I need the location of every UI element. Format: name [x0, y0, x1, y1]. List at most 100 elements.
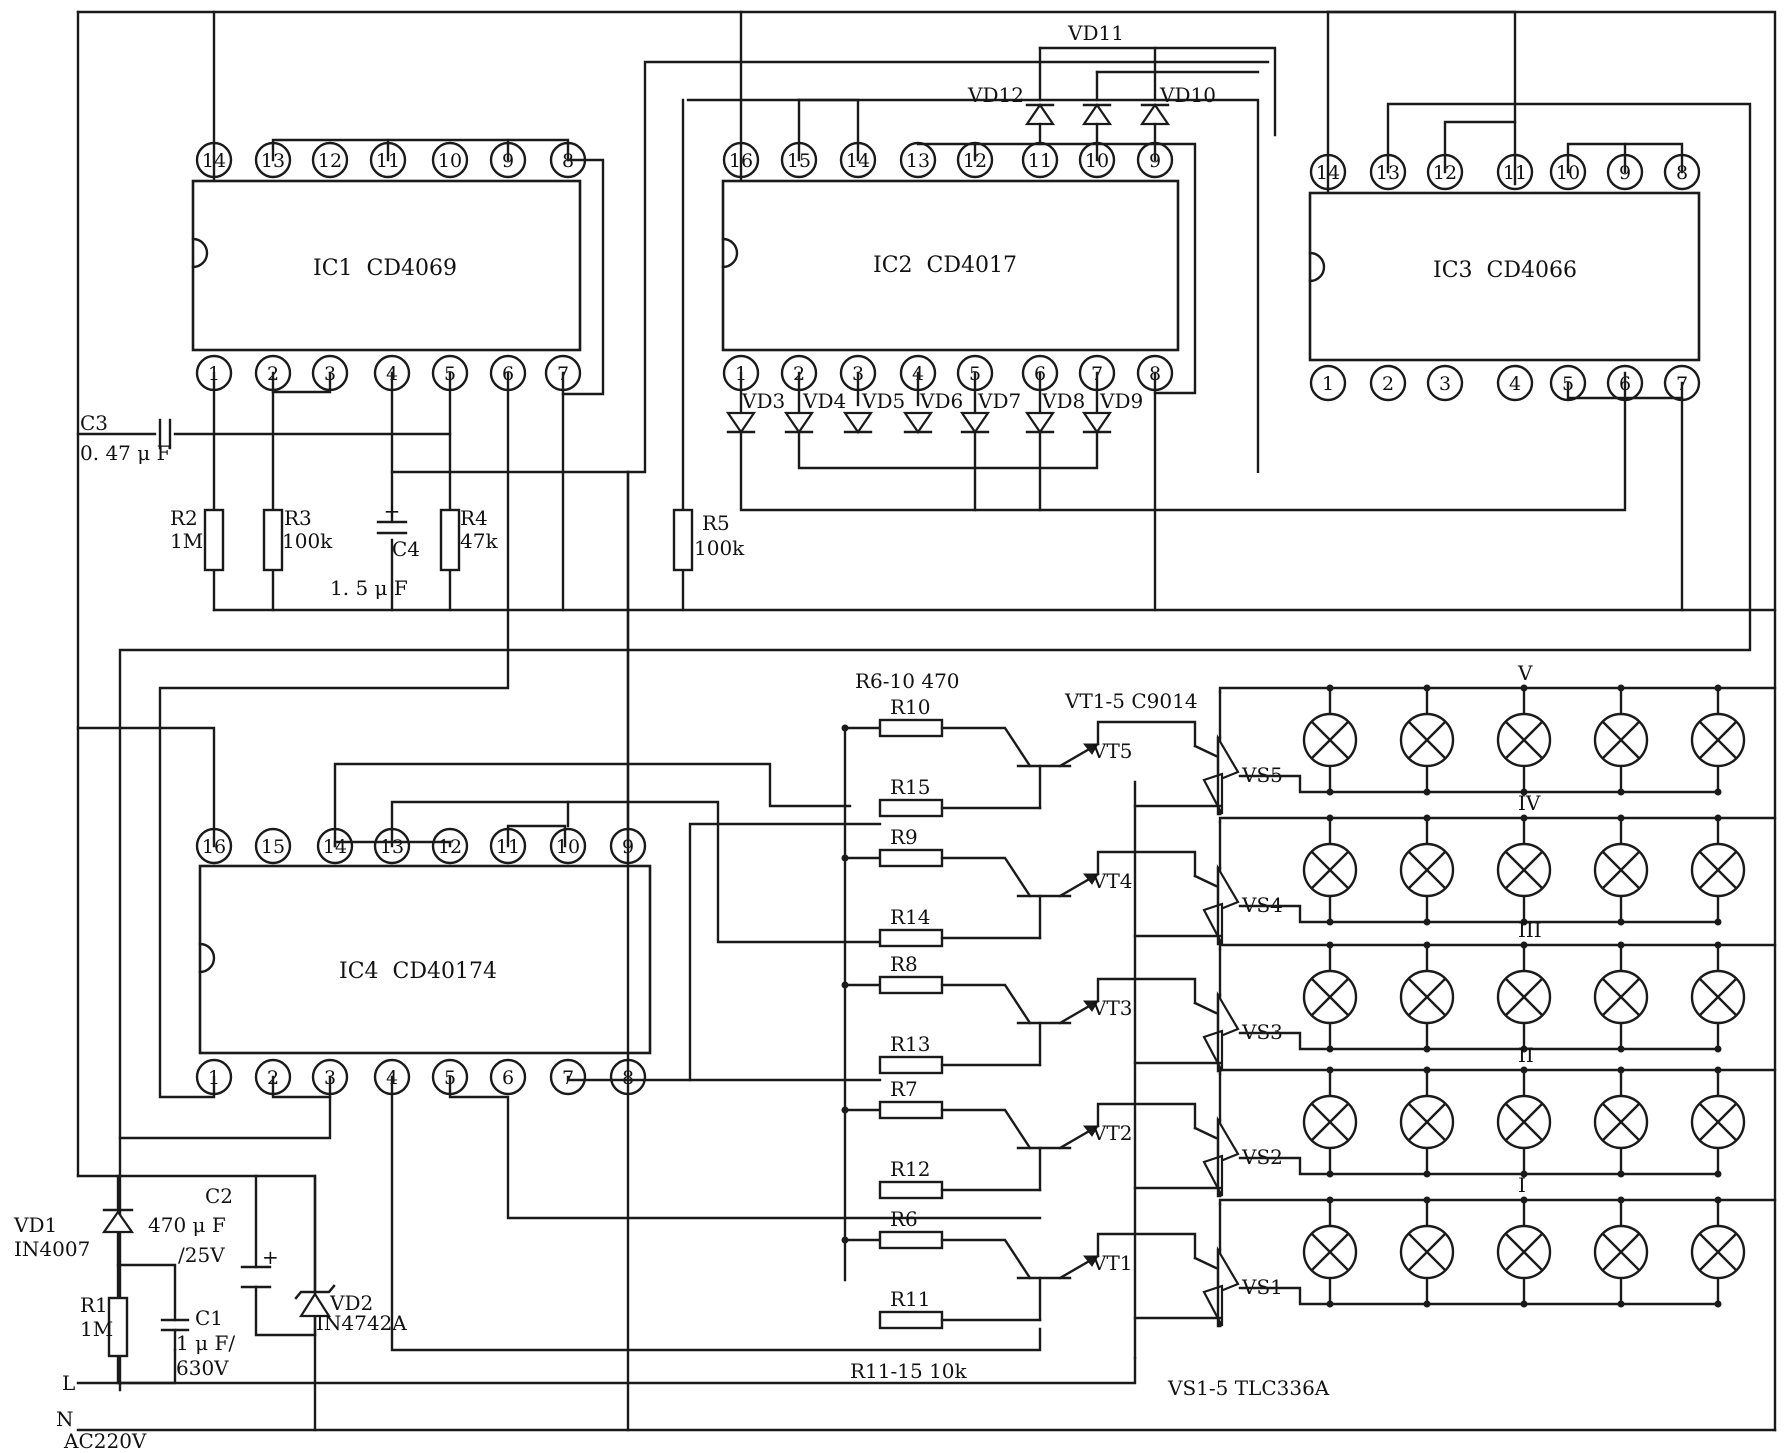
label-c3: C3: [80, 411, 108, 435]
lamp: [1690, 941, 1746, 1053]
capacitor-c1: [160, 1318, 190, 1352]
ic4-pin-label: 6: [502, 1067, 514, 1089]
lamp: [1302, 1196, 1358, 1308]
label-c1-value: 1 μ F/: [176, 1331, 235, 1355]
lamp: [1593, 684, 1649, 796]
ic1-pin-label: 12: [318, 150, 342, 172]
resistor-r9: [878, 848, 944, 868]
ic4-pin-label: 15: [261, 836, 285, 858]
label-vd2: VD2: [329, 1291, 373, 1315]
ic2-pin-11: 11: [1021, 141, 1059, 179]
wiring: [76, 10, 1777, 1432]
label-r3-value: 100k: [282, 529, 333, 553]
resistor-r12: [878, 1180, 944, 1200]
label-r6-10: R6-10 470: [855, 669, 960, 693]
capacitor-c3: [158, 418, 172, 450]
label-r14: R14: [890, 905, 931, 929]
label-r2-value: 1M: [170, 529, 203, 553]
ic1-body: [191, 179, 582, 352]
label-vd1: VD1: [13, 1213, 57, 1237]
label-c1-value2: 630V: [176, 1356, 229, 1380]
resistor-r1: [107, 1296, 129, 1358]
label-r7: R7: [890, 1077, 918, 1101]
label-vd9: VD9: [1099, 389, 1143, 413]
lamp: [1496, 684, 1552, 796]
ic3-pin-2: 2: [1369, 364, 1407, 402]
diode-vd7: [959, 411, 991, 434]
label-ac220v: AC220V: [63, 1429, 147, 1453]
triac-vs5: [1193, 733, 1240, 816]
label-r1-value: 1M: [80, 1317, 113, 1341]
resistor-r15: [878, 798, 944, 818]
lamp: [1496, 941, 1552, 1053]
label-vd12: VD12: [967, 83, 1024, 107]
diode-vd6: [902, 411, 934, 434]
lamp-group-label: V: [1517, 661, 1533, 685]
resistor-r11: [878, 1310, 944, 1330]
ic1-pin-10: 10: [431, 141, 469, 179]
label-c3-value: 0. 47 μ F: [80, 441, 171, 465]
label-n: N: [56, 1407, 74, 1431]
ic2-notch: [721, 237, 739, 269]
lamp: [1399, 814, 1455, 926]
label-r4: R4: [460, 506, 488, 530]
label-c2-value2: /25V: [178, 1243, 225, 1267]
lamp: [1302, 941, 1358, 1053]
ic4-pin-10: 10: [549, 827, 587, 865]
ic3-notch: [1308, 251, 1326, 283]
lamp: [1690, 684, 1746, 796]
ic3-pin-label: 4: [1509, 373, 1521, 395]
lamp: [1690, 1066, 1746, 1178]
label-vd2-value: IN4742A: [316, 1311, 407, 1335]
label-vd4: VD4: [802, 389, 846, 413]
label-r6: R6: [890, 1207, 918, 1231]
resistor-r4: [439, 508, 461, 572]
ic1-notch: [191, 237, 209, 269]
ic3-body: [1308, 191, 1701, 362]
label-vt1-5: VT1-5 C9014: [1064, 689, 1198, 713]
ic2-pin-13: 13: [899, 141, 937, 179]
label-r2: R2: [170, 506, 198, 530]
lamp: [1496, 814, 1552, 926]
label-r15: R15: [890, 775, 931, 799]
diode-vd5: [842, 411, 874, 434]
label-r1: R1: [80, 1293, 108, 1317]
lamp: [1302, 684, 1358, 796]
lamp: [1302, 1066, 1358, 1178]
lamp: [1593, 941, 1649, 1053]
triac-vs4: [1193, 863, 1240, 946]
ic4-pin-15: 15: [254, 827, 292, 865]
label-vd7: VD7: [977, 389, 1021, 413]
power-supply: VD1 IN4007 C2 470 μ F /25V + R1 1M C1 1 …: [13, 1184, 407, 1453]
label-c4-value: 1. 5 μ F: [330, 576, 408, 600]
ic3-pin-4: 4: [1496, 364, 1534, 402]
ic4-pin-label: 10: [556, 836, 580, 858]
label-c2: C2: [205, 1184, 233, 1208]
lamp: [1302, 814, 1358, 926]
diodes-vd10-vd12: VD11 VD12 VD10: [967, 21, 1216, 162]
resistor-r2: [203, 508, 225, 572]
label-l: L: [62, 1371, 75, 1395]
diode-vd10: [1139, 103, 1171, 126]
ic4-body: [198, 864, 652, 1055]
ic3-pin-label: 1: [1322, 373, 1334, 395]
diode-vd12: [1024, 103, 1056, 126]
label-vd11: VD11: [1067, 21, 1124, 45]
ic4-notch: [198, 942, 216, 974]
label-vs1-5: VS1-5 TLC336A: [1167, 1376, 1330, 1400]
diode-vd11: [1081, 103, 1113, 126]
ic1-pin-label: 10: [438, 150, 462, 172]
label-r3: R3: [284, 506, 312, 530]
lamp-group-label: I: [1518, 1173, 1526, 1197]
lamp-group-label: IV: [1518, 791, 1541, 815]
diodes-vd3-vd9: VD3 VD4 VD5 VD6 VD7 VD8 VD9: [725, 389, 1143, 434]
